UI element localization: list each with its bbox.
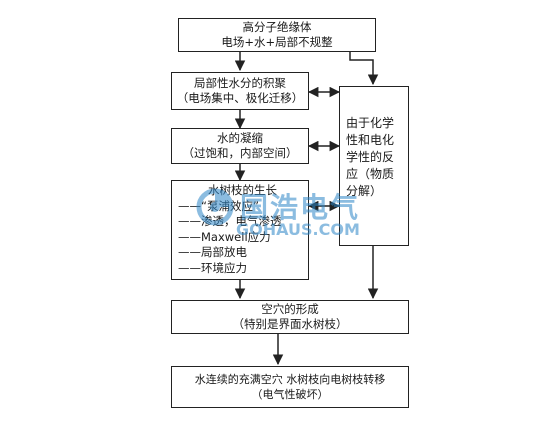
growth-item-pumping: ——“泵浦效应”	[178, 198, 259, 213]
insulator-line-1: 高分子绝缘体	[242, 20, 312, 34]
voids-box: 空穴的形成 （特别是界面水树枝）	[171, 300, 409, 334]
growth-title: 水树枝的生长	[208, 183, 277, 197]
breakdown-box: 水连续的充满空穴 水树枝向电树枝转移 （电气性破坏）	[171, 366, 409, 408]
chemical-box: 由于化学 性和电化 学性的反 应（物质 分解）	[339, 86, 409, 246]
chemical-line-5: 分解）	[346, 184, 383, 198]
growth-box: 水树枝的生长 ——“泵浦效应” ——渗透，电气渗透 ——Maxwell应力 ——…	[171, 180, 309, 280]
arrow-insulator-to-chemical	[349, 52, 379, 86]
voids-line-1: 空穴的形成	[261, 302, 319, 316]
growth-item-maxwell: ——Maxwell应力	[178, 229, 271, 244]
chemical-line-3: 学性的反	[346, 150, 395, 164]
accumulation-line-1: 局部性水分的积聚	[194, 76, 286, 90]
breakdown-line-1: 水连续的充满空穴 水树枝向电树枝转移	[194, 373, 386, 386]
breakdown-line-2: （电气性破坏）	[251, 388, 329, 401]
chemical-line-1: 由于化学	[346, 116, 395, 130]
insulator-line-2: 电场+水+局部不规整	[221, 35, 333, 49]
insulator-box: 高分子绝缘体 电场+水+局部不规整	[178, 18, 376, 52]
condensation-line-2: （过饱和，内部空间）	[182, 146, 298, 160]
chemical-line-4: 应（物质	[346, 167, 395, 181]
voids-line-2: （特别是界面水树枝）	[232, 317, 348, 331]
accumulation-box: 局部性水分的积聚 （电场集中、极化迁移）	[171, 72, 309, 110]
accumulation-line-2: （电场集中、极化迁移）	[176, 91, 304, 105]
growth-item-environment: ——环境应力	[178, 260, 247, 275]
condensation-box: 水的凝缩 （过饱和，内部空间）	[171, 128, 309, 164]
growth-item-permeation: ——渗透，电气渗透	[178, 214, 282, 228]
condensation-line-1: 水的凝缩	[217, 131, 263, 145]
growth-item-discharge: ——局部放电	[178, 245, 247, 259]
chemical-line-2: 性和电化	[346, 133, 395, 147]
